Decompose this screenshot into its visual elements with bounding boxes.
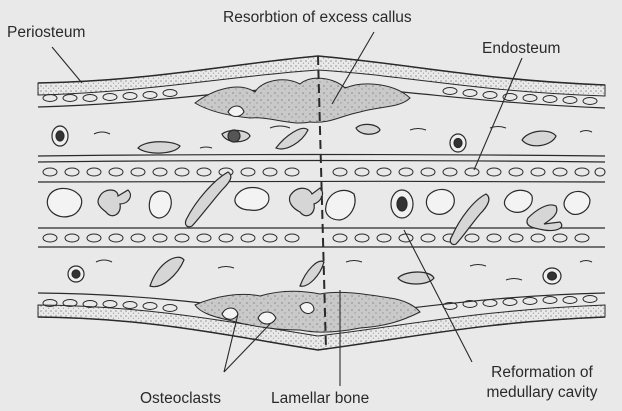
label-periosteum: Periosteum bbox=[7, 24, 85, 42]
cell-row-3 bbox=[43, 234, 589, 242]
label-reformation-line1: Reformation of bbox=[467, 364, 617, 382]
medullary-shapes bbox=[47, 172, 590, 245]
label-endosteum: Endosteum bbox=[482, 40, 560, 58]
label-reformation-line2: medullary cavity bbox=[467, 384, 617, 402]
cell-row-2 bbox=[43, 168, 605, 176]
callus-top bbox=[195, 78, 410, 123]
label-osteoclasts: Osteoclasts bbox=[140, 390, 221, 408]
label-lamellar-bone: Lamellar bone bbox=[271, 390, 369, 408]
label-resorption: Resorbtion of excess callus bbox=[223, 9, 412, 27]
